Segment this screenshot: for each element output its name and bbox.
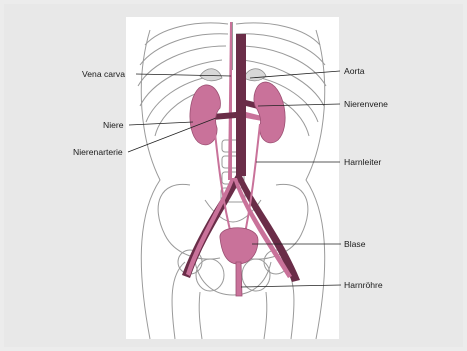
urethra	[236, 262, 242, 296]
label-nierenvene: Nierenvene	[344, 99, 388, 109]
label-harnleiter: Harnleiter	[344, 157, 381, 167]
label-vena-cava: Vena carva	[82, 69, 125, 79]
label-niere: Niere	[103, 120, 124, 130]
aorta	[236, 34, 246, 176]
label-nierenarterie: Nierenarterie	[73, 147, 123, 157]
label-harnroehre: Harnröhre	[344, 280, 383, 290]
label-aorta: Aorta	[344, 66, 365, 76]
label-blase: Blase	[344, 239, 366, 249]
